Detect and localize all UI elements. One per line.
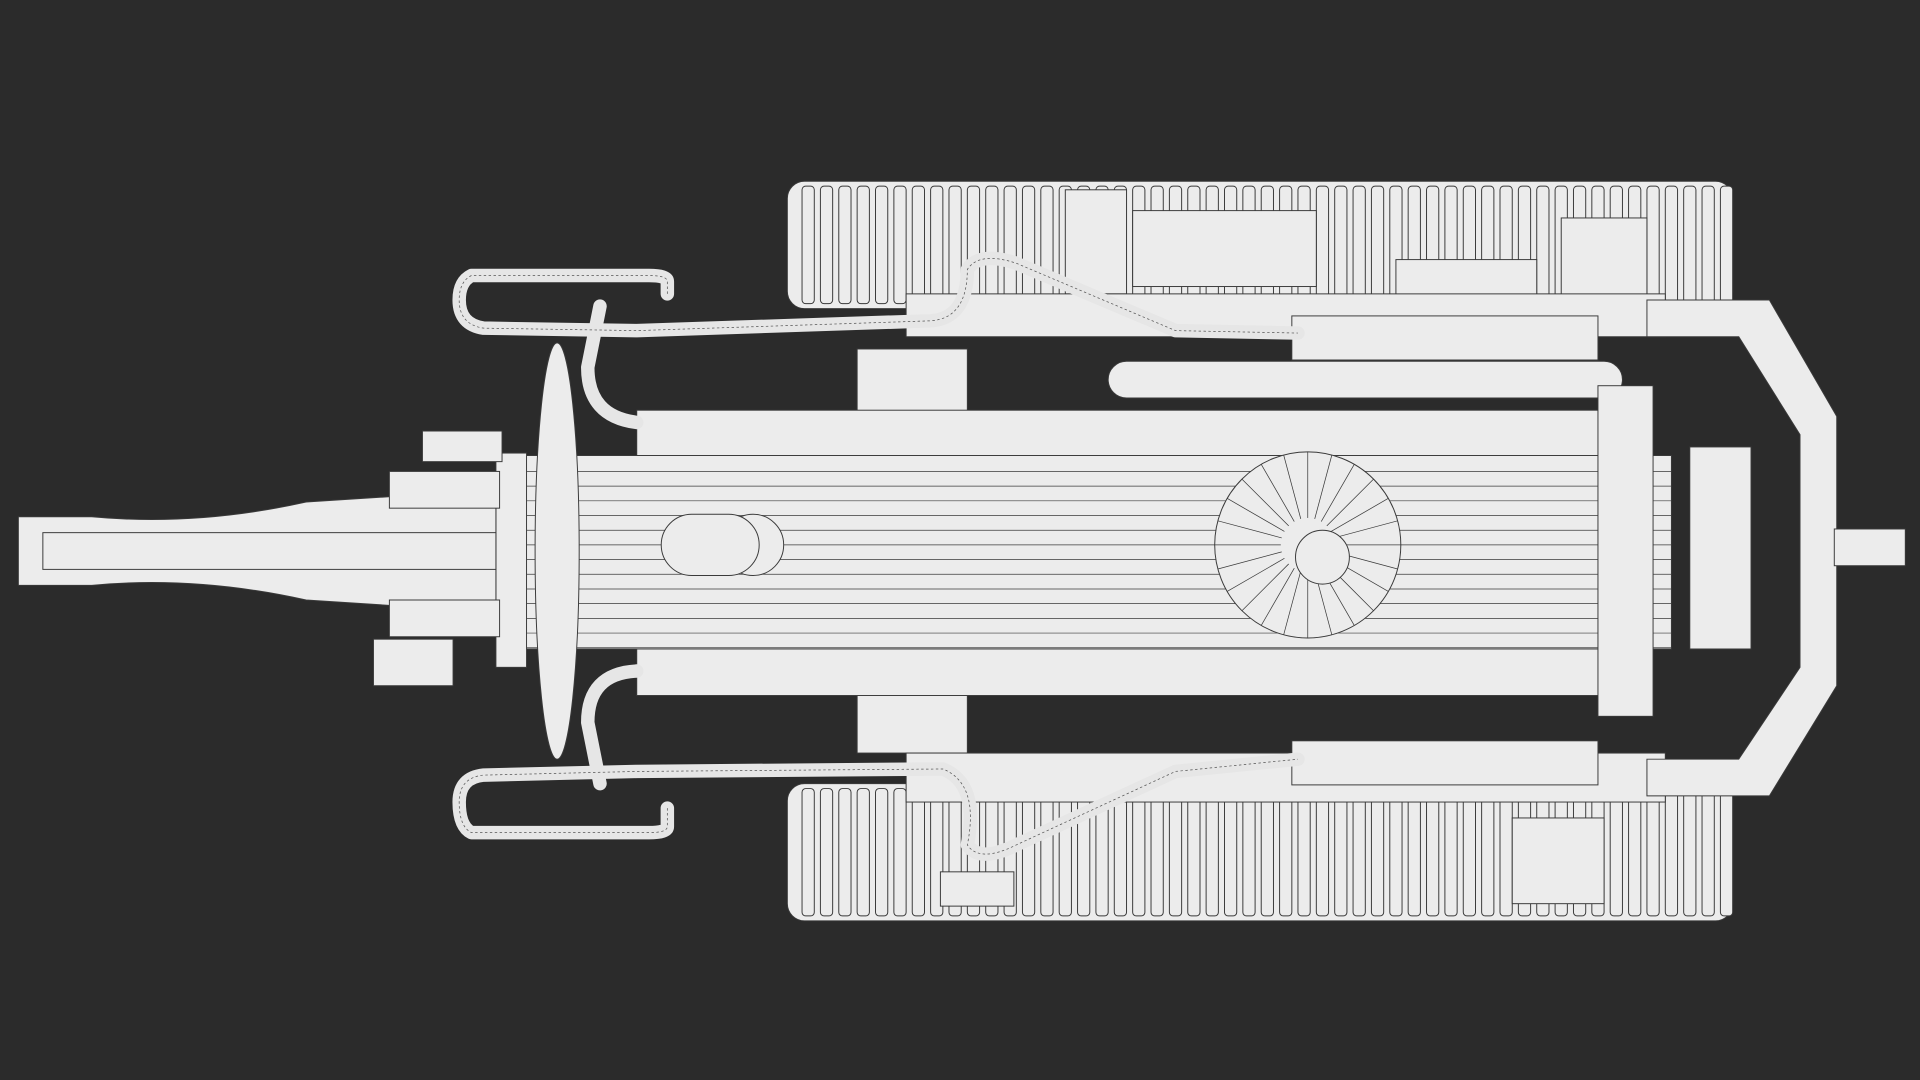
track-tread [1462,788,1477,917]
track-tread [1719,788,1734,917]
hydraulic-hoses [452,251,1305,861]
track-tread [1260,788,1274,917]
track-tread [1646,788,1660,917]
rear-bracket [1646,299,1906,797]
track-tread [1279,788,1293,917]
track-tread [911,788,925,917]
track-tread [1040,185,1054,305]
track-tread [875,185,889,305]
track-tread [1315,788,1330,917]
track-tread [1499,788,1513,917]
track-tread [985,185,999,305]
lower-deck [856,685,1666,907]
track-tread [1021,788,1036,917]
track-tread [893,185,907,305]
track-tread [1132,788,1146,917]
track-tread [1205,788,1219,917]
track-tread [1609,788,1623,917]
track-tread [1242,788,1256,917]
track-tread [1187,788,1201,917]
track-tread [1058,788,1072,917]
rotary-head [660,451,1402,639]
track-tread [1664,788,1679,917]
track-tread [1168,788,1183,917]
track-tread [1352,185,1366,305]
track-tread [1150,788,1164,917]
track-tread [1021,185,1036,305]
track-tread [856,185,870,305]
track-tread [1628,788,1642,917]
track-tread [1370,788,1385,917]
track-tread [1701,788,1715,917]
track-tread [1664,185,1679,305]
track-tread [1370,185,1385,305]
track-tread [1113,788,1128,917]
track-tread [838,185,852,305]
track-tread [930,185,944,305]
track-tread [1389,788,1403,917]
track-tread [856,788,870,917]
track-tread [1536,185,1550,305]
track-tread [801,788,815,917]
track-tread [1481,788,1495,917]
track-tread [1646,185,1660,305]
track-tread [1719,185,1734,305]
track-tread [911,185,925,305]
track-tread [875,788,889,917]
track-tread [1315,185,1330,305]
track-tread [819,788,834,917]
track-tread [819,185,834,305]
track-tread [1701,185,1715,305]
track-tread [838,788,852,917]
track-tread [1334,788,1348,917]
track-tread [801,185,815,305]
track-tread [1683,185,1697,305]
track-tread [893,788,907,917]
track-tread [1003,185,1017,305]
drill-mast [17,430,503,687]
track-tread [1426,788,1440,917]
track-tread [1224,788,1238,917]
track-tread [1334,185,1348,305]
track-tread [1352,788,1366,917]
track-tread [1683,788,1697,917]
track-tread [1444,788,1458,917]
upper-deck [856,189,1666,417]
track-tread [1040,788,1054,917]
track-tread [1407,788,1421,917]
track-tread [1297,788,1311,917]
